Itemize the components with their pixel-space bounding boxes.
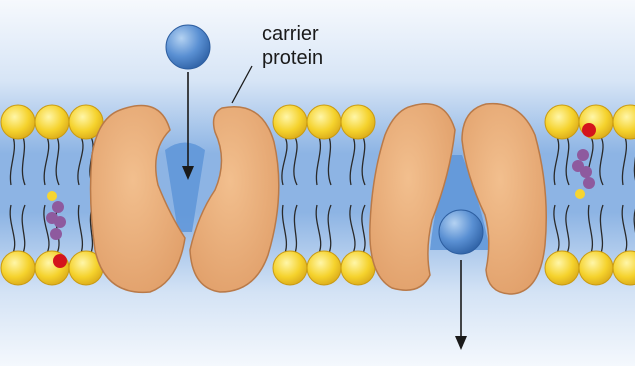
lipid-head [545,105,579,139]
lipid-head [579,251,613,285]
lipid-head [307,251,341,285]
lipid-head [341,251,375,285]
lipid-head [545,251,579,285]
lipid-head [35,105,69,139]
lipid-head [273,251,307,285]
lipid-head [307,105,341,139]
label-line-2: protein [262,46,323,70]
lipid-head [273,105,307,139]
label-line-1: carrier [262,22,323,46]
lipid-head [341,105,375,139]
lipid-head [1,251,35,285]
lipid-head [1,105,35,139]
carrier-protein-label: carrier protein [262,22,323,70]
